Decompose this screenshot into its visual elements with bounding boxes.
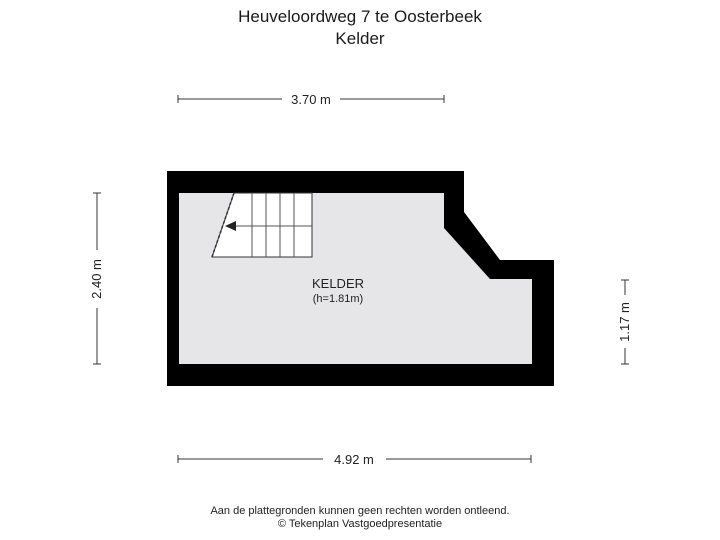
dimension-right <box>621 279 629 365</box>
dimension-left-label: 2.40 m <box>89 259 104 299</box>
dimension-bottom <box>177 455 532 463</box>
disclaimer-text: Aan de plattegronden kunnen geen rechten… <box>210 505 510 517</box>
floor-title: Kelder <box>335 29 385 48</box>
dimension-left <box>93 192 101 365</box>
dimension-bottom-label: 4.92 m <box>334 452 374 467</box>
dimension-top-label: 3.70 m <box>291 92 331 107</box>
address-title: Heuveloordweg 7 te Oosterbeek <box>238 7 482 26</box>
copyright-text: © Tekenplan Vastgoedpresentatie <box>277 518 443 530</box>
room-height: (h=1.81m) <box>313 293 363 305</box>
room-name: KELDER <box>312 276 364 291</box>
stair-direction-arrow <box>225 221 236 231</box>
dimension-top <box>177 95 445 103</box>
dimension-right-label: 1.17 m <box>617 302 632 342</box>
staircase <box>211 192 313 258</box>
